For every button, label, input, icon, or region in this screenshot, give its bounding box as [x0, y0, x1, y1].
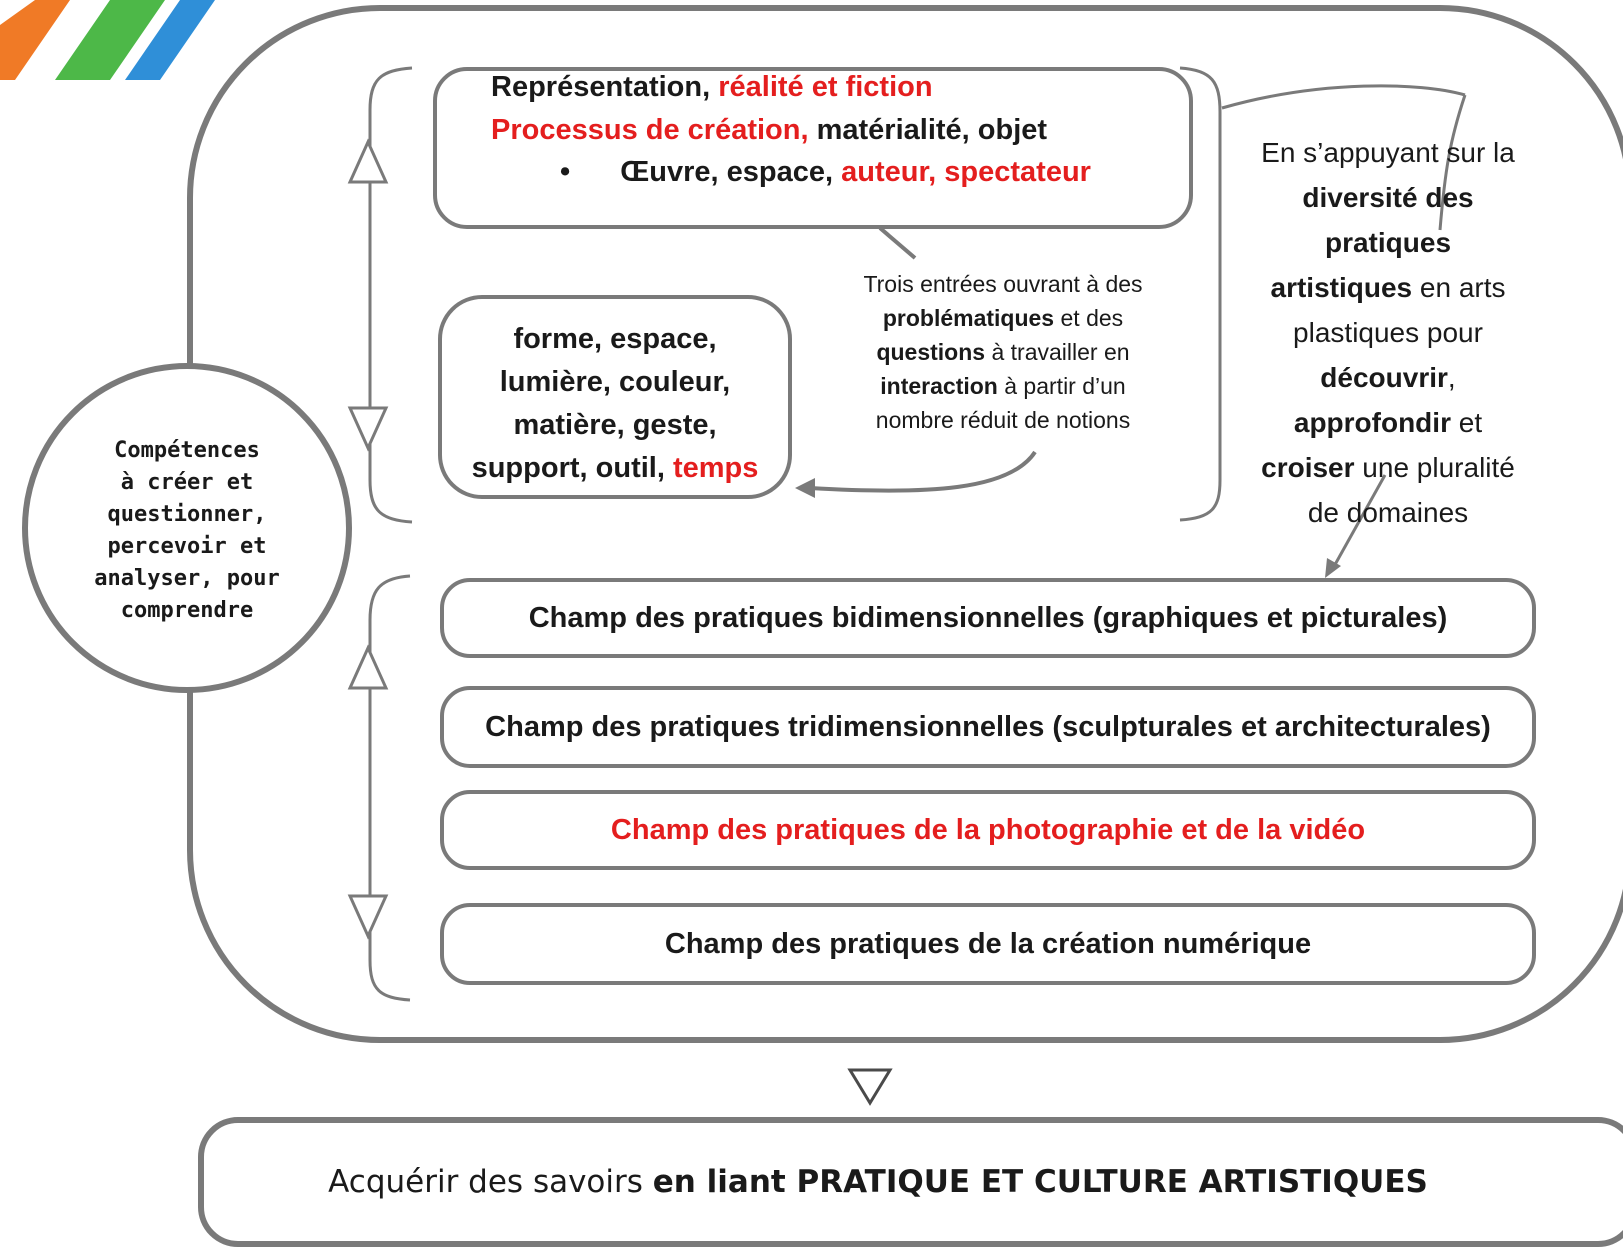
topic-realite-fiction: réalité et fiction: [718, 71, 933, 103]
connector-curve: [1221, 84, 1466, 110]
topic-representation: Représentation,: [491, 71, 711, 103]
diversity-bold: découvrir: [1320, 362, 1448, 393]
topics-line-2: Processus de création, matérialité, obje…: [491, 113, 1047, 147]
lower-bracket: [368, 574, 411, 1002]
connector-line: [1330, 474, 1387, 571]
competences-line: percevoir et: [107, 534, 267, 559]
entries-bold: questions: [876, 339, 986, 365]
diversity-line: de domaines: [1307, 497, 1469, 528]
arrow-down-icon: [347, 406, 389, 452]
notions-line: forme, espace,: [513, 323, 717, 355]
bottom-bold: en liant PRATIQUE ET CULTURE ARTISTIQUES: [652, 1164, 1428, 1200]
entries-regular: à partir d’un: [997, 373, 1126, 399]
connector-line: [878, 226, 917, 260]
topics-line-1: Représentation, réalité et fiction: [491, 70, 933, 104]
diversity-regular: une pluralité: [1354, 452, 1515, 483]
topic-processus: Processus de création,: [491, 114, 809, 146]
arrow-up-icon: [347, 138, 389, 184]
entries-note: Trois entrées ouvrant à des problématiqu…: [833, 267, 1173, 437]
bullet-icon: •: [560, 156, 571, 188]
field-label: Champ des pratiques de la photographie e…: [610, 813, 1366, 846]
field-box-photographie: Champ des pratiques de la photographie e…: [440, 790, 1536, 870]
diversity-line: En s’appuyant sur la: [1261, 137, 1515, 168]
diversity-line: artistiques en arts: [1236, 265, 1540, 310]
topics-box: [433, 67, 1193, 229]
notions-line: matière, geste,: [513, 409, 717, 441]
field-box-bidimensionnel: Champ des pratiques bidimensionnelles (g…: [440, 578, 1536, 658]
notions-text: forme, espace, lumière, couleur, matière…: [438, 318, 792, 490]
topics-line-3: • Œuvre, espace, auteur, spectateur: [560, 155, 1091, 189]
arrow-down-icon: [347, 894, 389, 940]
diversity-bold: approfondir: [1293, 407, 1451, 438]
entries-line: Trois entrées ouvrant à des: [863, 271, 1143, 297]
field-box-tridimensionnel: Champ des pratiques tridimensionnelles (…: [440, 686, 1536, 768]
notions-support: support, outil,: [471, 452, 665, 484]
arrow-head-icon: [795, 478, 815, 498]
arrow-down-icon: [847, 1068, 893, 1106]
notions-box: [438, 295, 792, 499]
diversity-regular: en arts: [1412, 272, 1506, 303]
competences-circle: [22, 363, 352, 693]
bottom-normal: Acquérir des savoirs: [328, 1164, 653, 1200]
competences-line: comprendre: [120, 598, 254, 623]
field-box-numerique: Champ des pratiques de la création numér…: [440, 903, 1536, 985]
diversity-bold: artistiques: [1270, 272, 1413, 303]
notions-line: lumière, couleur,: [499, 366, 731, 398]
topic-materialite: matérialité, objet: [816, 114, 1048, 146]
diversity-bold: croiser: [1261, 452, 1355, 483]
competences-line: Compétences: [114, 438, 260, 463]
diversity-regular: et: [1450, 407, 1483, 438]
bottom-box: Acquérir des savoirs en liant PRATIQUE E…: [198, 1117, 1623, 1247]
field-label: Champ des pratiques bidimensionnelles (g…: [528, 601, 1448, 634]
diversity-line: pratiques: [1324, 227, 1452, 258]
arrow-head-icon: [1325, 558, 1341, 578]
connector-curve: [809, 450, 1037, 493]
topic-auteur: auteur, spectateur: [841, 156, 1091, 188]
diversity-line: plastiques pour: [1293, 317, 1483, 348]
upper-bracket: [368, 66, 413, 524]
entries-line: interaction à partir d’un: [833, 369, 1173, 403]
competences-line: analyser, pour: [94, 566, 280, 591]
arrow-up-icon: [347, 644, 389, 690]
right-bracket: [1179, 66, 1222, 522]
field-label: Champ des pratiques tridimensionnelles (…: [485, 710, 1491, 743]
diversity-line: croiser une pluralité: [1236, 445, 1540, 490]
entries-regular: et des: [1054, 305, 1124, 331]
competences-text: Compétences à créer et questionner, perc…: [22, 435, 352, 627]
entries-bold: problématiques: [882, 305, 1055, 331]
logo-stripes-icon: [0, 0, 215, 80]
notions-temps: temps: [672, 452, 759, 484]
diversity-line: diversité des: [1302, 182, 1474, 213]
diversity-line: découvrir,: [1236, 355, 1540, 400]
entries-line: problématiques et des: [833, 301, 1173, 335]
entries-line: nombre réduit de notions: [875, 407, 1131, 433]
diversity-note: En s’appuyant sur la diversité des prati…: [1236, 130, 1540, 535]
diversity-regular: ,: [1447, 362, 1456, 393]
entries-bold: interaction: [880, 373, 998, 399]
notions-line: support, outil, temps: [438, 447, 792, 490]
competences-line: questionner,: [107, 502, 267, 527]
topic-oeuvre: Œuvre, espace,: [620, 156, 834, 188]
entries-regular: à travailler en: [985, 339, 1130, 365]
competences-line: à créer et: [120, 470, 254, 495]
bottom-text: Acquérir des savoirs en liant PRATIQUE E…: [328, 1164, 1428, 1200]
diversity-line: approfondir et: [1236, 400, 1540, 445]
connector-curve: [1438, 94, 1467, 231]
entries-line: questions à travailler en: [833, 335, 1173, 369]
field-label: Champ des pratiques de la création numér…: [664, 927, 1312, 960]
